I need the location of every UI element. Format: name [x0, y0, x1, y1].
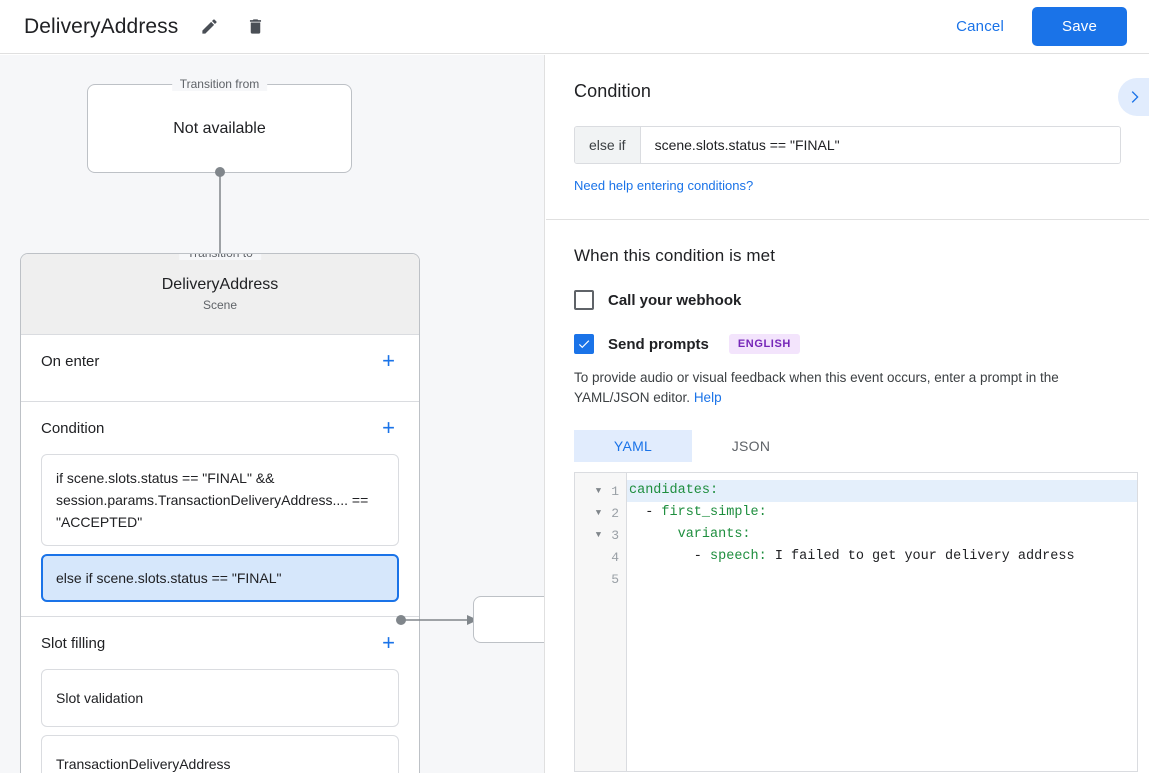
- code-indent: -: [629, 549, 711, 564]
- tab-json[interactable]: JSON: [731, 438, 771, 454]
- line-number: 2: [611, 505, 619, 521]
- section-header-on-enter: On enter +: [41, 335, 399, 387]
- section-label-on-enter: On enter: [41, 352, 100, 370]
- condition-item[interactable]: if scene.slots.status == "FINAL" && sess…: [41, 454, 399, 546]
- call-webhook-label: Call your webhook: [608, 291, 742, 309]
- condition-editor-section: Condition else if Need help entering con…: [546, 55, 1149, 220]
- add-condition-button[interactable]: +: [382, 415, 395, 440]
- chevron-right-icon[interactable]: [1118, 78, 1149, 116]
- slot-item-transaction-delivery-address[interactable]: TransactionDeliveryAddress: [41, 735, 399, 773]
- transition-from-title: Not available: [173, 119, 266, 137]
- transition-to-node[interactable]: Transition to DeliveryAddress Scene On e…: [20, 253, 420, 773]
- trash-icon[interactable]: [240, 12, 270, 42]
- line-number: 5: [611, 571, 619, 587]
- code-indent: -: [629, 505, 662, 520]
- transition-to-subtitle: Scene: [202, 298, 238, 312]
- condition-prefix-label: else if: [575, 127, 641, 163]
- prompt-help-link[interactable]: Help: [693, 390, 722, 405]
- editor-gutter: ▼1▼2▼3▼4▼5: [575, 473, 627, 771]
- line-number: 1: [611, 483, 619, 499]
- transition-from-node[interactable]: Transition from Not available: [87, 77, 352, 173]
- fold-caret-icon[interactable]: ▼: [595, 507, 602, 518]
- condition-input[interactable]: [640, 127, 1120, 163]
- prompt-description: To provide audio or visual feedback when…: [574, 368, 1121, 408]
- send-prompts-label: Send prompts: [608, 335, 709, 353]
- line-number: 3: [611, 527, 619, 543]
- app-header: DeliveryAddress Cancel Save: [0, 0, 1149, 54]
- yaml-code-editor[interactable]: ▼1▼2▼3▼4▼5 candidates: - first_simple: v…: [574, 472, 1138, 772]
- code-line[interactable]: - first_simple:: [627, 502, 1137, 524]
- code-key: speech:: [710, 549, 767, 564]
- code-key: candidates:: [629, 483, 719, 498]
- page-title: DeliveryAddress: [24, 14, 179, 38]
- transition-to-legend: Transition to: [179, 254, 261, 260]
- section-header-slot-filling: Slot filling +: [41, 617, 399, 669]
- gutter-line: ▼5: [575, 568, 626, 590]
- cancel-button[interactable]: Cancel: [946, 10, 1014, 43]
- prompt-description-text: To provide audio or visual feedback when…: [574, 370, 1059, 405]
- add-on-enter-button[interactable]: +: [382, 348, 395, 373]
- code-indent: [629, 527, 678, 542]
- section-header-condition: Condition +: [41, 402, 399, 454]
- transition-to-name: DeliveryAddress: [161, 276, 279, 293]
- fold-caret-icon[interactable]: ▼: [595, 485, 602, 496]
- condition-item-selected[interactable]: else if scene.slots.status == "FINAL": [41, 554, 399, 602]
- flow-canvas[interactable]: Transition from Not available Transition…: [0, 55, 545, 773]
- call-webhook-checkbox[interactable]: [574, 290, 594, 310]
- details-panel: Condition else if Need help entering con…: [546, 55, 1149, 773]
- webhook-checkbox-row[interactable]: Call your webhook: [574, 290, 1121, 310]
- section-label-condition: Condition: [41, 419, 105, 437]
- editor-code-area[interactable]: candidates: - first_simple: variants: - …: [627, 473, 1137, 771]
- section-on-enter: On enter +: [21, 335, 419, 402]
- code-line[interactable]: variants:: [627, 524, 1137, 546]
- pencil-icon[interactable]: [194, 12, 224, 42]
- when-met-heading: When this condition is met: [574, 246, 776, 265]
- section-condition: Condition + if scene.slots.status == "FI…: [21, 402, 419, 617]
- condition-heading: Condition: [574, 81, 651, 101]
- condition-connector: [396, 607, 481, 633]
- condition-help-link[interactable]: Need help entering conditions?: [574, 178, 754, 193]
- gutter-line: ▼4: [575, 546, 626, 568]
- slot-validation-item[interactable]: Slot validation: [41, 669, 399, 727]
- code-key: first_simple:: [661, 505, 767, 520]
- code-value: I failed to get your delivery address: [766, 549, 1075, 564]
- code-line[interactable]: candidates:: [627, 480, 1137, 502]
- tab-yaml[interactable]: YAML: [574, 430, 692, 462]
- editor-format-tabs: YAML JSON: [574, 430, 1121, 462]
- section-label-slot-filling: Slot filling: [41, 634, 106, 652]
- fold-caret-icon[interactable]: ▼: [595, 529, 602, 540]
- when-condition-met-section: When this condition is met Call your web…: [546, 220, 1149, 772]
- header-actions: Cancel Save: [946, 7, 1127, 46]
- send-prompts-checkbox-row[interactable]: Send prompts ENGLISH: [574, 334, 1121, 354]
- add-slot-filling-button[interactable]: +: [382, 630, 395, 655]
- save-button[interactable]: Save: [1032, 7, 1127, 46]
- gutter-line: ▼3: [575, 524, 626, 546]
- language-badge: ENGLISH: [728, 334, 800, 354]
- code-key: variants:: [677, 527, 751, 542]
- line-number: 4: [611, 549, 619, 565]
- section-slot-filling: Slot filling + Slot validation Transacti…: [21, 617, 419, 773]
- code-line[interactable]: - speech: I failed to get your delivery …: [627, 546, 1137, 568]
- transition-to-header[interactable]: DeliveryAddress Scene: [21, 254, 419, 335]
- code-line[interactable]: [627, 568, 1137, 590]
- downstream-node-partial[interactable]: [473, 596, 544, 643]
- transition-from-legend: Transition from: [171, 77, 268, 91]
- send-prompts-checkbox[interactable]: [574, 334, 594, 354]
- gutter-line: ▼1: [575, 480, 626, 502]
- condition-input-row[interactable]: else if: [574, 126, 1121, 164]
- gutter-line: ▼2: [575, 502, 626, 524]
